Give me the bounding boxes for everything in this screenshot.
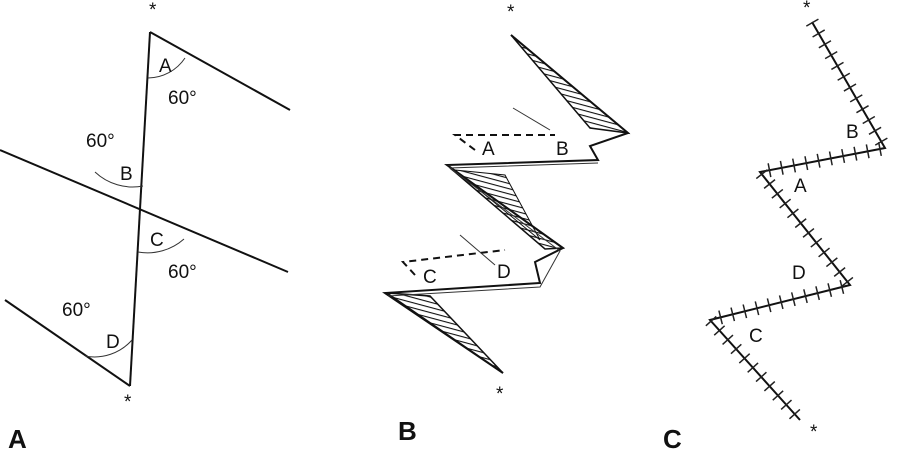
incision-zigzag [382,34,631,374]
angle-arc-c [137,238,185,254]
flap-label-b: B [556,139,569,160]
marker-bottom: * [810,422,818,443]
panel-b: * * A B C D B [382,2,631,446]
lower-limb [4,299,131,387]
panel-c: * * A B C D C [663,0,896,454]
flap-label-a: A [794,176,807,197]
flap-label-d: D [497,262,511,283]
flap-label-d: D [792,263,806,284]
middle-limb [0,149,289,273]
marker-top: * [149,0,157,21]
flap-label-c: C [150,230,164,251]
skin-line [512,107,551,131]
marker-top: * [803,0,811,19]
angle-label-b: 60° [86,131,115,152]
angle-arc-b [94,171,144,188]
flap-label-c: C [749,326,763,347]
panel-label-a: A [8,424,27,454]
angle-label-c: 60° [168,262,197,283]
suture-marks [697,18,896,425]
marker-bottom: * [124,392,132,413]
dashed-flap-a [452,134,555,151]
angle-label-a: 60° [168,88,197,109]
sutured-zigzag [708,21,887,421]
dashed-flap-c [400,249,506,276]
flap-label-a: A [159,56,172,77]
panel-a: * * A 60° 60° B C 60° 60° D A [0,0,291,454]
flap-label-d: D [106,332,120,353]
panel-label-c: C [663,424,682,454]
marker-bottom: * [496,384,504,405]
flap-label-b: B [846,122,859,143]
flap-label-c: C [423,267,437,288]
panel-label-b: B [398,416,417,446]
angle-label-d: 60° [62,300,91,321]
angle-arc-d [84,339,133,358]
flap-label-a: A [482,139,495,160]
flap-label-b: B [120,164,133,185]
skin-line [459,234,496,266]
upper-limb [149,31,291,111]
marker-top: * [507,2,515,23]
incision-edge [387,162,599,297]
angle-arc-a [147,57,186,79]
